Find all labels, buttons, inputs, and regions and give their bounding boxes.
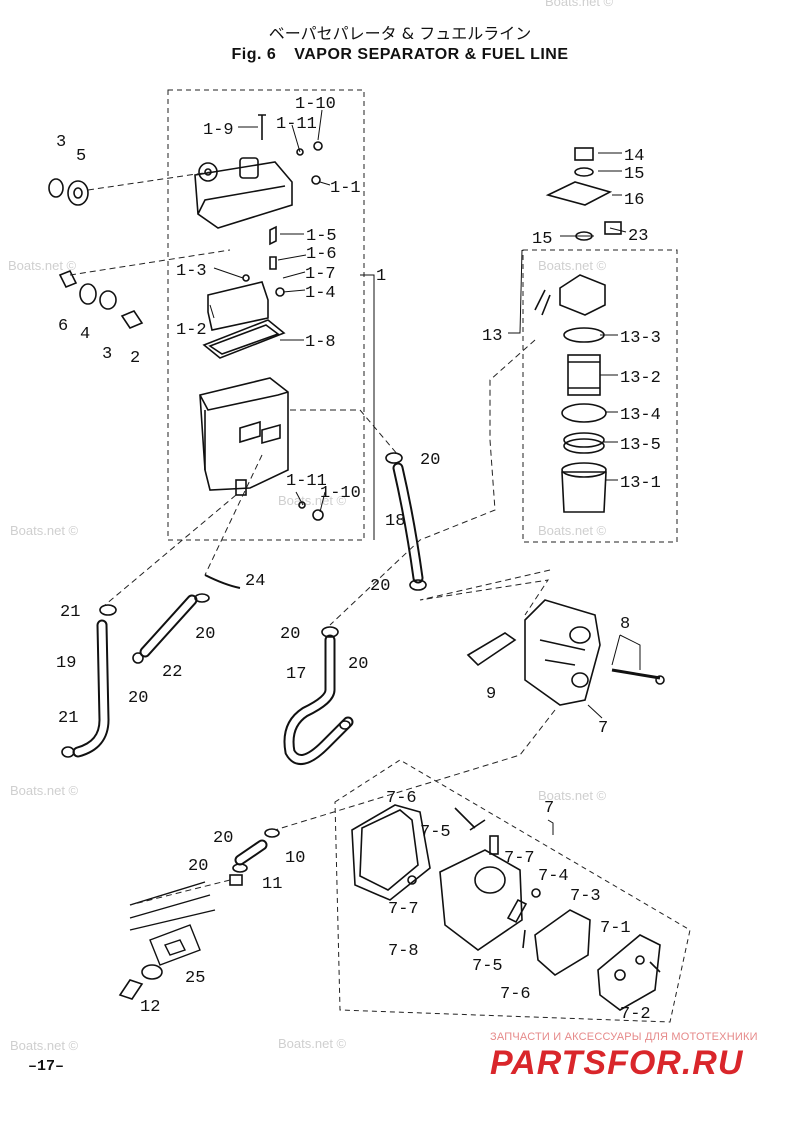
- label-9: 9: [486, 685, 496, 704]
- fuel-filter: [534, 147, 622, 513]
- label-10: 10: [285, 849, 305, 868]
- label-1-11: 1-11: [286, 472, 327, 491]
- fuel-pump: [466, 599, 665, 706]
- label-20: 20: [420, 451, 440, 470]
- engine-fragment: [129, 881, 216, 966]
- leader-lines: [69, 171, 556, 906]
- label-1-6: 1-6: [306, 245, 337, 264]
- label-24: 24: [245, 572, 265, 591]
- label-16: 16: [624, 191, 644, 210]
- label-7: 7: [544, 799, 554, 818]
- label-20: 20: [195, 625, 215, 644]
- label-1-9: 1-9: [203, 121, 234, 140]
- part-labels: 1-10 1-11 1-9 1-1 1-5 1-6 1-7 1-4 1-3 1-…: [56, 95, 661, 1024]
- watermark: Boats.net ©: [538, 523, 607, 538]
- label-1-11: 1-11: [276, 115, 317, 134]
- label-21: 21: [58, 709, 78, 728]
- label-20: 20: [128, 689, 148, 708]
- label-21: 21: [60, 603, 80, 622]
- label-7-6: 7-6: [500, 985, 531, 1004]
- label-13-1: 13-1: [620, 474, 661, 493]
- watermark: Boats.net ©: [8, 258, 77, 273]
- label-1-8: 1-8: [305, 333, 336, 352]
- watermark: Boats.net ©: [278, 1036, 347, 1051]
- watermark: Boats.net ©: [10, 783, 79, 798]
- label-7: 7: [598, 719, 608, 738]
- label-18: 18: [385, 512, 405, 531]
- label-7-6: 7-6: [386, 789, 417, 808]
- label-7-7: 7-7: [504, 849, 535, 868]
- label-3: 3: [102, 345, 112, 364]
- label-15: 15: [624, 165, 644, 184]
- label-20: 20: [348, 655, 368, 674]
- label-1-3: 1-3: [176, 262, 207, 281]
- fuel-pump-group-box: [334, 759, 691, 1023]
- label-1-10: 1-10: [295, 95, 336, 114]
- label-5: 5: [76, 147, 86, 166]
- label-19: 19: [56, 654, 76, 673]
- page-title-japanese: ベーパセパレータ & フュエルライン: [268, 24, 532, 43]
- watermark: Boats.net ©: [10, 523, 79, 538]
- fuel-filter-group-box: [522, 249, 678, 543]
- label-6: 6: [58, 317, 68, 336]
- label-11: 11: [262, 875, 282, 894]
- label-20: 20: [370, 577, 390, 596]
- page-title: Fig. 6 VAPOR SEPARATOR & FUEL LINE: [0, 46, 800, 64]
- watermarks: Boats.net © Boats.net © Boats.net © Boat…: [8, 0, 614, 1053]
- label-25: 25: [185, 969, 205, 988]
- label-20: 20: [213, 829, 233, 848]
- label-7-8: 7-8: [388, 942, 419, 961]
- label-2: 2: [130, 349, 140, 368]
- label-1-4: 1-4: [305, 284, 336, 303]
- group-boxes: [167, 89, 691, 1023]
- label-1-7: 1-7: [305, 265, 336, 284]
- label-12: 12: [140, 998, 160, 1017]
- label-13: 13: [482, 327, 502, 346]
- vapor-separator: [194, 114, 324, 521]
- label-13-3: 13-3: [620, 329, 661, 348]
- label-15: 15: [532, 230, 552, 249]
- page-number: –17–: [28, 1058, 65, 1075]
- label-7-1: 7-1: [600, 919, 631, 938]
- label-14: 14: [624, 147, 644, 166]
- vapor-separator-group-box: [167, 89, 365, 541]
- hose-clips: [61, 452, 427, 1000]
- label-8: 8: [620, 615, 630, 634]
- watermark: Boats.net ©: [278, 493, 347, 508]
- label-7-4: 7-4: [538, 867, 569, 886]
- figure-number: Fig. 6: [231, 46, 277, 63]
- label-7-5: 7-5: [472, 957, 503, 976]
- label-1-10: 1-10: [320, 484, 361, 503]
- label-7-2: 7-2: [620, 1005, 651, 1024]
- drain-parts: [48, 178, 144, 329]
- label-17: 17: [286, 665, 306, 684]
- figure-title: VAPOR SEPARATOR & FUEL LINE: [294, 46, 569, 63]
- label-20: 20: [188, 857, 208, 876]
- label-4: 4: [80, 325, 90, 344]
- label-3: 3: [56, 133, 66, 152]
- label-13-2: 13-2: [620, 369, 661, 388]
- watermark: Boats.net ©: [538, 258, 607, 273]
- label-13-5: 13-5: [620, 436, 661, 455]
- label-1-5: 1-5: [306, 227, 337, 246]
- watermark: Boats.net ©: [545, 0, 614, 9]
- label-7-5: 7-5: [420, 823, 451, 842]
- brand-logo: PARTSFOR.RU: [490, 1044, 744, 1082]
- watermark: Boats.net ©: [10, 1038, 79, 1053]
- watermark: Boats.net ©: [538, 788, 607, 803]
- fuel-hoses-inner: [74, 464, 422, 864]
- label-23: 23: [628, 227, 648, 246]
- label-7-7: 7-7: [388, 900, 419, 919]
- label-13-4: 13-4: [620, 406, 661, 425]
- fuel-pump-exploded: [351, 804, 661, 1011]
- callout-lines: [209, 109, 641, 835]
- label-20: 20: [280, 625, 300, 644]
- label-1: 1: [376, 267, 386, 286]
- brand-tagline: ЗАПЧАСТИ И АКСЕССУАРЫ ДЛЯ МОТОТЕХНИКИ: [490, 1031, 758, 1043]
- label-7-3: 7-3: [570, 887, 601, 906]
- label-22: 22: [162, 663, 182, 682]
- label-1-2: 1-2: [176, 321, 207, 340]
- label-1-1: 1-1: [330, 179, 361, 198]
